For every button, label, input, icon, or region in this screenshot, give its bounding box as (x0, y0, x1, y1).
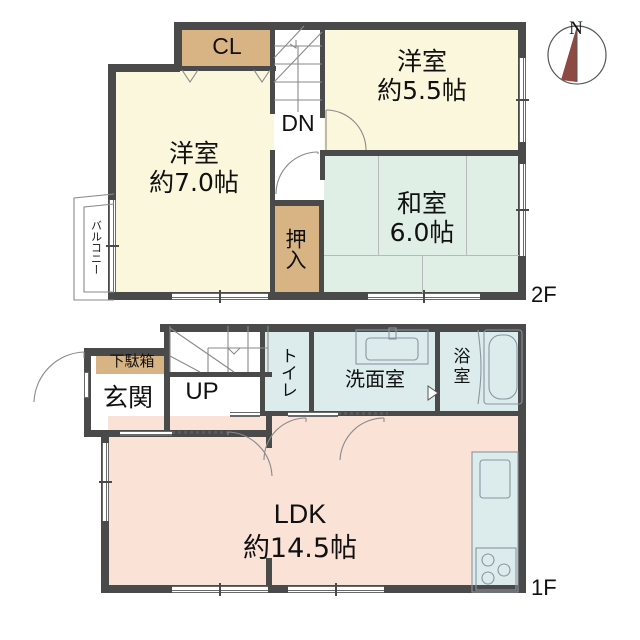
entrance-door-leaf (84, 372, 89, 398)
wall-2f-stair-left-lower (270, 150, 275, 206)
wall-2f-top-right (174, 22, 526, 30)
toilet-label: トイレ (276, 346, 297, 398)
wall-1f-stair-bottom (170, 372, 272, 377)
tatami-line-v3 (422, 255, 423, 293)
sliding-door-ldk-hall (172, 431, 228, 434)
bath-door-icon (427, 385, 439, 401)
bathtub-icon (477, 329, 523, 405)
door-washroom-icon (339, 417, 385, 461)
room-shoe-cabinet-fill (96, 352, 168, 374)
room-western-7-label: 洋室 約7.0帖 (114, 139, 274, 198)
window-tick-ldk-side (99, 481, 112, 483)
door-hall-ldk-icon (227, 431, 273, 477)
kitchen-fixtures (471, 451, 519, 593)
floor-label-1f: 1F (531, 575, 557, 600)
room-western-5_5-label: 洋室 約5.5帖 (324, 47, 520, 106)
room-western-5_5-name: 洋室 (396, 47, 447, 76)
balcony-outline (73, 193, 115, 301)
window-tick-washitsu (423, 290, 425, 303)
wall-2f-left-vertical-upper (174, 22, 182, 70)
window-tick-washitsu-right (516, 209, 529, 211)
bathroom-label: 浴 室 (440, 347, 484, 387)
window-tick-balcony (106, 245, 119, 247)
tatami-line-v2 (466, 156, 467, 256)
wall-2f-stair-left (270, 22, 275, 112)
wall-1f-ldk-partition-upper (266, 416, 272, 448)
wall-1f-ldk-partition-lower (266, 558, 272, 592)
closet-door-cl-icon (181, 69, 271, 83)
floor-label-2f: 2F (531, 282, 557, 307)
window-1f-hall-strip (120, 431, 172, 436)
sliding-door-washroom (338, 412, 388, 415)
wall-2f-top-left-step (108, 64, 180, 72)
wall-2f-bedroom-partition (324, 150, 520, 156)
wall-1f-washroom-bottom (260, 411, 520, 416)
wall-1f-toilet-right (309, 324, 314, 416)
window-tick-ldk-right (335, 583, 337, 596)
door-2f-room5_5-icon (325, 109, 367, 151)
room-western-7-area: 約7.0帖 (149, 167, 239, 197)
room-western-5_5-area: 約5.5帖 (377, 75, 467, 105)
wall-2f-oshiire-top (270, 200, 324, 206)
wall-2f-bottom (108, 292, 526, 300)
window-1f-toilet-strip (230, 412, 260, 417)
room-washroom-fill (314, 332, 436, 416)
window-tick-room5_5 (516, 99, 529, 101)
washroom-label: 洗面室 (345, 367, 405, 391)
window-tick-ldk-left (219, 583, 221, 596)
wall-2f-cl-bottom (180, 66, 276, 71)
wall-2f-corridor-right-upper (320, 22, 325, 118)
wall-2f-oshiire-right (319, 200, 324, 298)
wall-2f-left-outer (108, 64, 116, 300)
room-ldk-name: LDK (273, 499, 327, 529)
room-japanese-6-label: 和室 6.0帖 (324, 189, 520, 248)
shoe-cabinet-label: 下駄箱 (109, 352, 155, 370)
room-western-5_5-fill (324, 28, 520, 150)
room-western-7-fill (114, 70, 274, 298)
room-japanese-6-name: 和室 (396, 189, 447, 218)
room-ldk-label: LDK 約14.5帖 (180, 498, 420, 566)
room-ldk-fill (108, 416, 520, 592)
stairs-down-label: DN (281, 110, 315, 136)
stairs-up-icon (169, 326, 269, 373)
room-oshiire-fill (274, 206, 320, 298)
compass-north-label: N (569, 18, 583, 39)
wall-1f-hall-left (164, 324, 170, 436)
wall-1f-toilet-left (260, 324, 265, 416)
compass (546, 24, 608, 86)
bathroom-label-line2: 室 (453, 366, 471, 387)
wall-1f-right-outer (518, 324, 526, 592)
wall-1f-bath-left (435, 324, 440, 416)
door-2f-room7-icon (275, 151, 319, 195)
wall-2f-room7-right (270, 106, 275, 114)
wall-2f-right-outer (518, 22, 526, 300)
wall-2f-corridor-right-lower (320, 150, 325, 180)
window-1f-washroom-strip (288, 412, 338, 417)
room-oshiire-label: 押入 (283, 228, 308, 270)
stairs-down-icon (273, 25, 323, 112)
room-western-7-name: 洋室 (168, 139, 219, 168)
wall-1f-top (160, 324, 526, 332)
room-ldk-area: 約14.5帖 (242, 532, 358, 564)
window-tick-room7 (219, 290, 221, 303)
stairs-up-label: UP (185, 378, 219, 405)
tatami-line-v1 (378, 156, 379, 256)
room-cl-label: CL (212, 33, 242, 59)
wall-2f-oshiire-left (270, 200, 275, 298)
vanity-sink-icon (355, 327, 429, 365)
room-japanese-6-area: 6.0帖 (389, 217, 455, 247)
entrance-label: 玄関 (102, 383, 153, 412)
wall-1f-entrance-top (84, 348, 168, 356)
room-closet-cl-fill (180, 28, 274, 70)
entrance-door-icon (33, 351, 85, 403)
balcony-label: バルコニー (89, 219, 103, 275)
bathroom-label-line1: 浴 (453, 347, 471, 367)
